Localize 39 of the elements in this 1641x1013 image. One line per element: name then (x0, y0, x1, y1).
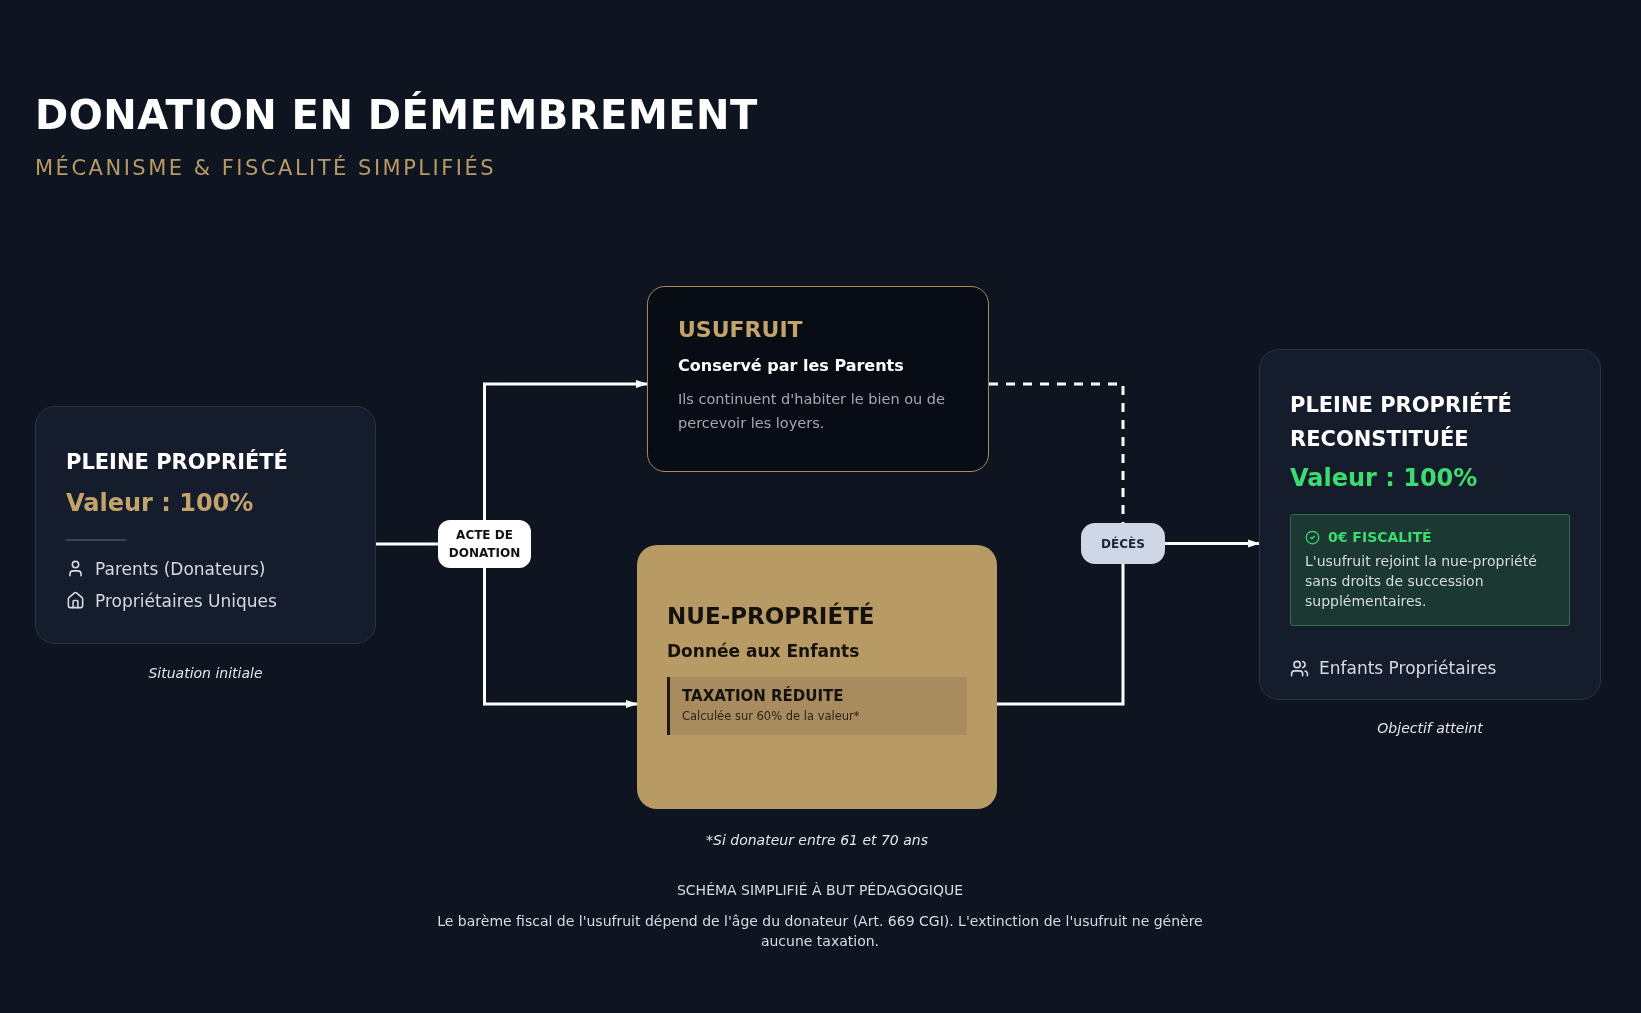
note-box (667, 677, 967, 735)
arrow (483, 568, 638, 708)
text: Parents (Donateurs) (95, 558, 266, 579)
text: DÉCÈS (1101, 536, 1145, 551)
text: NUE-PROPRIÉTÉ (667, 603, 876, 629)
text: Donnée aux Enfants (667, 641, 861, 661)
text: ACTE DE DONATION (447, 527, 522, 562)
info-box (1290, 514, 1570, 626)
text: Enfants Propriétaires (1319, 658, 1497, 678)
label-badge (1081, 523, 1165, 564)
subtitle: MÉCANISME & FISCALITÉ SIMPLIFIÉS (35, 156, 497, 180)
text: Propriétaires Uniques (95, 590, 277, 611)
label-badge (438, 520, 531, 568)
text: Calculée sur 60% de la valeur* (682, 709, 861, 723)
text: Ils continuent d'habiter le bien ou de percevoir les loyers. (678, 390, 946, 433)
text: PLEINE PROPRIÉTÉ RECONSTITUÉE (1290, 391, 1513, 453)
text: Valeur : 100% (66, 489, 255, 517)
title: DONATION EN DÉMEMBREMENT (35, 92, 758, 138)
node-label: Situation initiale (147, 665, 264, 681)
connector-line (989, 382, 1125, 523)
text: TAXATION RÉDUITE (682, 687, 845, 705)
process-box (647, 286, 989, 472)
node-label: *Si donateur entre 61 et 70 ans (705, 832, 929, 848)
footnote: Le barème fiscal de l'usufruit dépend de l'âge du donateur (Art. 669 CGI). L'extinction de l'usufruit ne génère aucune taxation. (436, 912, 1204, 951)
text: PLEINE PROPRIÉTÉ (66, 448, 289, 476)
text: 0€ FISCALITÉ (1328, 529, 1432, 545)
text: Conservé par les Parents (678, 356, 905, 375)
node-label: Objectif atteint (1376, 720, 1484, 736)
card (1259, 349, 1601, 700)
arrow (1165, 539, 1260, 548)
card (35, 406, 376, 644)
footer-heading: SCHÉMA SIMPLIFIÉ À BUT PÉDAGOGIQUE (675, 882, 965, 898)
text: USUFRUIT (678, 317, 804, 342)
connector-line (997, 564, 1125, 706)
connector-line (376, 542, 438, 546)
text: Valeur : 100% (1290, 464, 1479, 492)
text: L'usufruit rejoint la nue-propriété sans droits de succession supplémentaires. (1305, 552, 1538, 611)
process-box (637, 545, 997, 809)
arrow (483, 380, 648, 520)
